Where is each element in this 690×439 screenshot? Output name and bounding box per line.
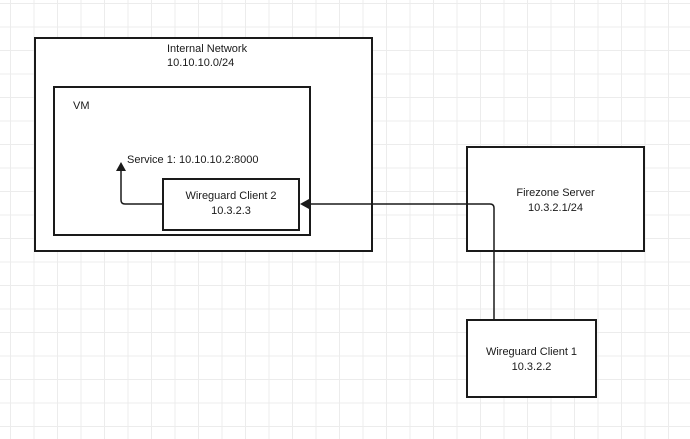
firezone-server-title: Firezone Server (516, 187, 595, 199)
firezone-server-box[interactable]: Firezone Server 10.3.2.1/24 (466, 146, 645, 252)
firezone-server-ip: 10.3.2.1/24 (527, 202, 584, 214)
vm-title: VM (73, 100, 90, 112)
wireguard-client-2-box[interactable]: Wireguard Client 2 10.3.2.3 (162, 178, 300, 231)
internal-network-subnet: 10.10.10.0/24 (167, 57, 235, 69)
wireguard-client-1-ip: 10.3.2.2 (511, 361, 552, 373)
vm-box[interactable] (53, 86, 311, 236)
wireguard-client-2-title: Wireguard Client 2 (185, 190, 277, 202)
internal-network-title: Internal Network (167, 43, 248, 55)
service-1-label: Service 1: 10.10.10.2:8000 (127, 154, 259, 166)
wireguard-client-1-box[interactable]: Wireguard Client 1 10.3.2.2 (466, 319, 597, 398)
wireguard-client-2-ip: 10.3.2.3 (211, 205, 251, 217)
wireguard-client-1-title: Wireguard Client 1 (485, 346, 578, 358)
